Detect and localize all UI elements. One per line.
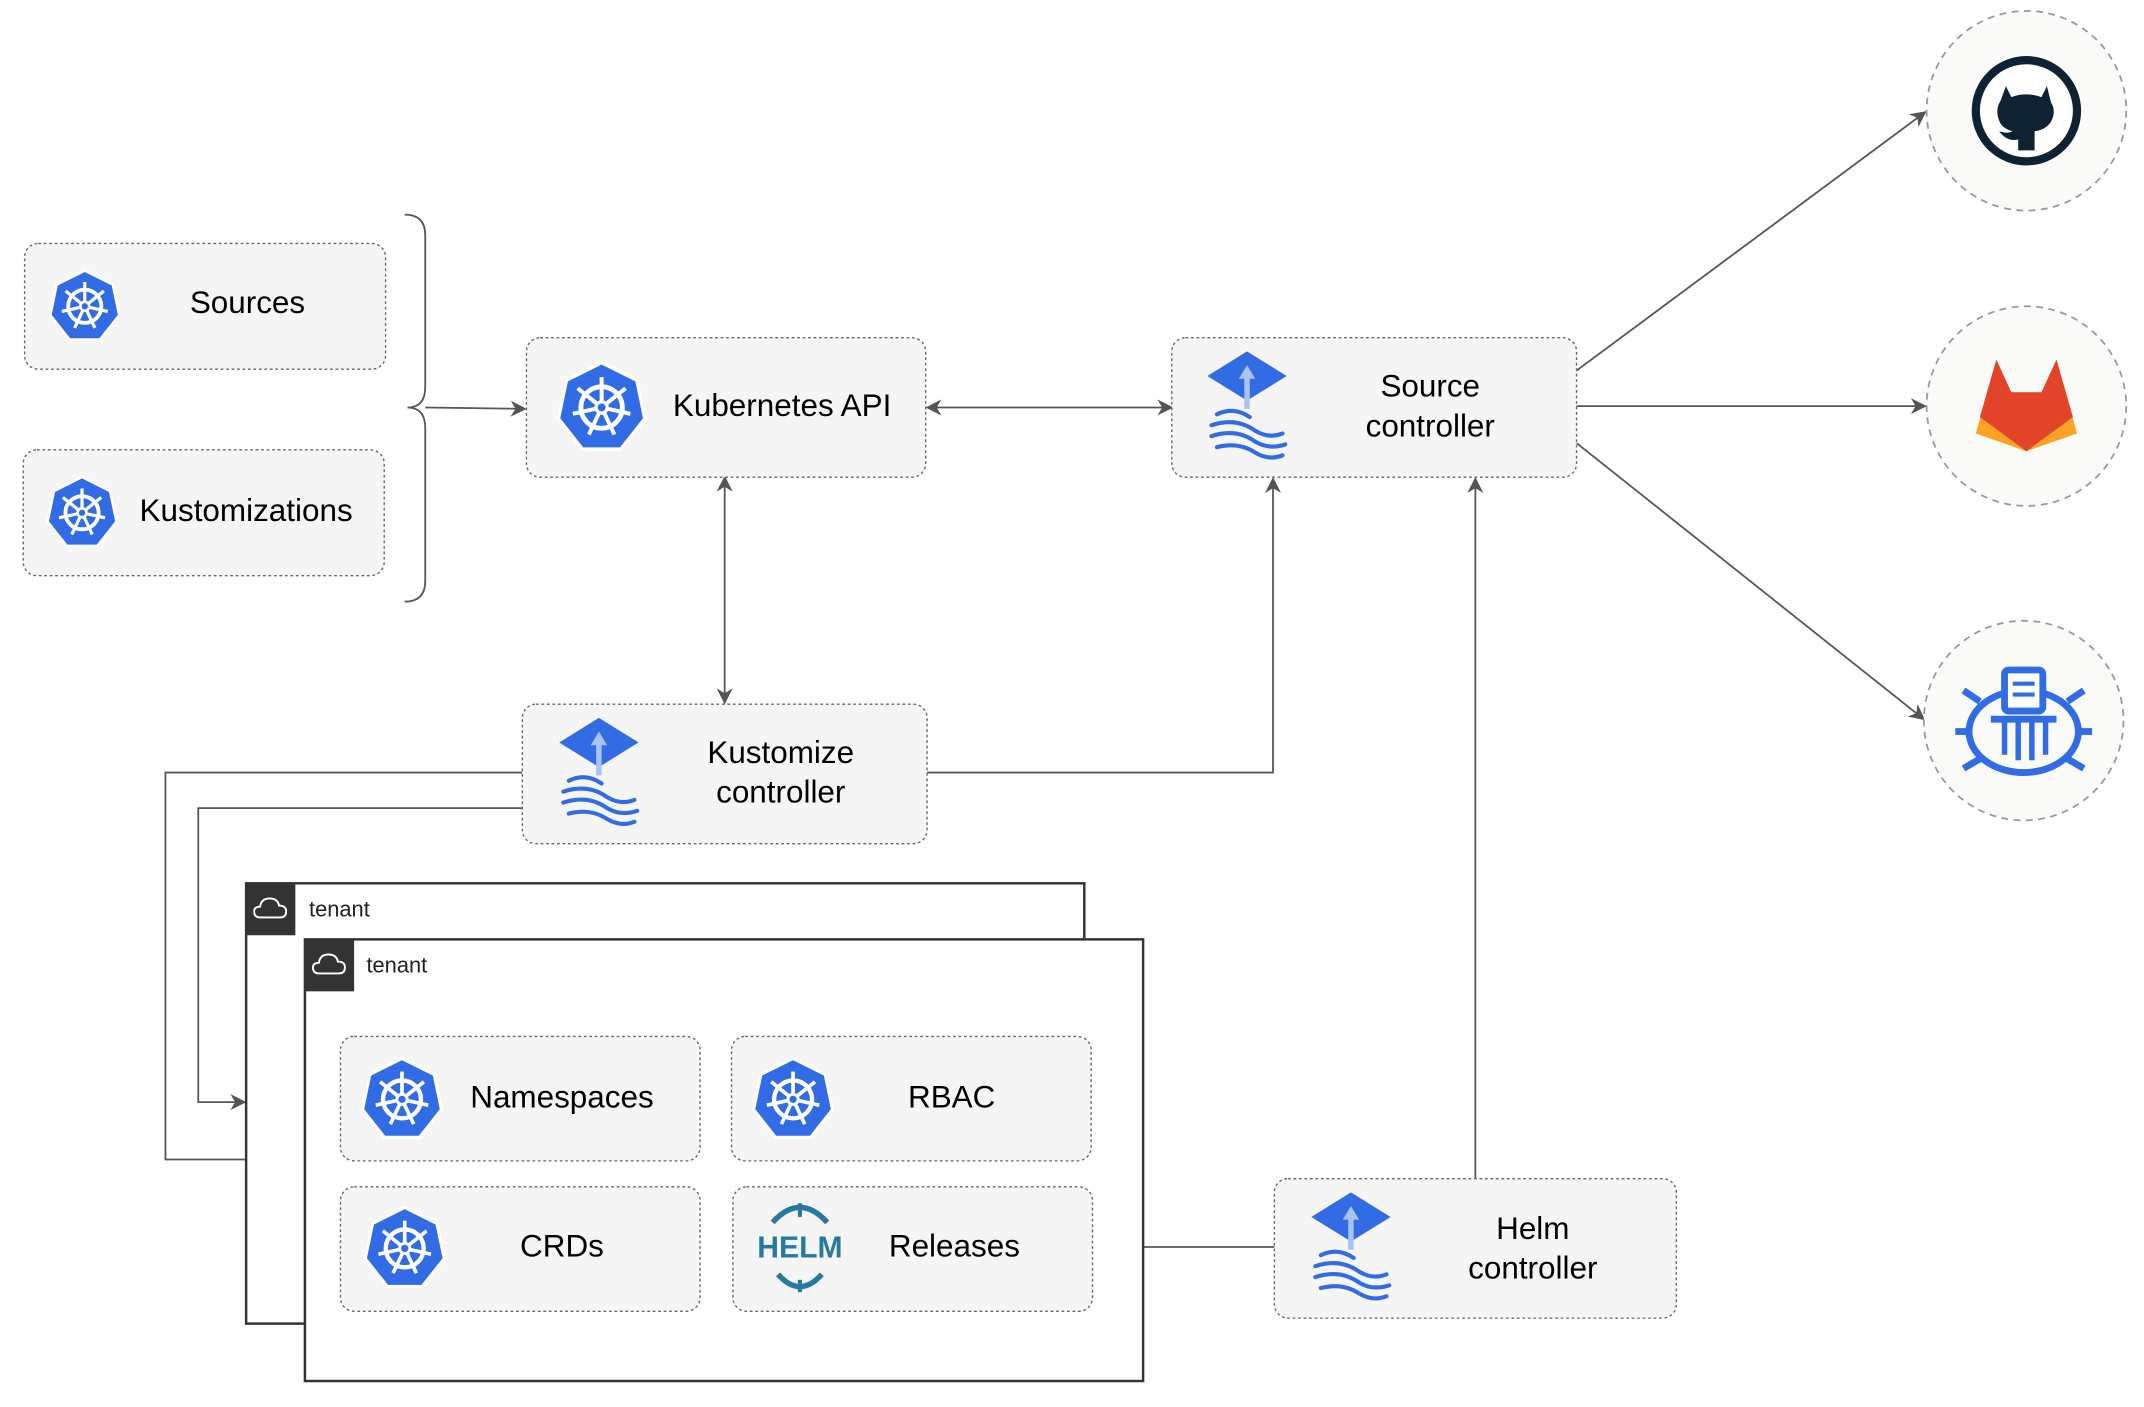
brace: [404, 213, 427, 603]
tenant-label: tenant: [309, 896, 370, 921]
node-releases[interactable]: HELM Releases: [732, 1186, 1094, 1312]
node-rbac[interactable]: RBAC: [730, 1035, 1092, 1162]
tenant-label: tenant: [366, 952, 427, 977]
node-kustomize-controller[interactable]: Kustomize controller: [521, 703, 928, 845]
edge-resources-to-api: [425, 400, 527, 417]
edge-kustomize-to-source: [927, 476, 1281, 774]
node-crds[interactable]: CRDs: [339, 1186, 701, 1312]
node-sources[interactable]: Sources: [23, 242, 387, 370]
tenant-group-front[interactable]: tenant Namespaces RBAC CRDs HELM Release…: [303, 938, 1145, 1383]
node-label: Source: [1380, 369, 1480, 404]
node-label: Kustomize: [707, 735, 854, 770]
tenant-header: [304, 939, 355, 992]
github-octocat-icon: [1971, 56, 2082, 166]
external-gitlab[interactable]: [1925, 305, 2128, 507]
node-label: Kubernetes API: [673, 388, 891, 423]
node-label: controller: [716, 775, 845, 810]
node-label: Namespaces: [470, 1080, 653, 1115]
external-helm-repository[interactable]: [1922, 619, 2125, 822]
node-helm-controller[interactable]: Helm controller: [1273, 1177, 1678, 1319]
node-label: Sources: [190, 285, 305, 320]
edge-kustomize-to-tenant-back: [197, 807, 523, 1111]
external-github[interactable]: [1925, 10, 2128, 212]
node-label: Releases: [889, 1229, 1020, 1264]
svg-text:HELM: HELM: [757, 1232, 842, 1265]
edge-kustomize-to-tenant-front: [164, 771, 523, 1168]
node-label: controller: [1468, 1251, 1597, 1286]
node-label: CRDs: [520, 1229, 604, 1264]
node-kubernetes-api[interactable]: Kubernetes API: [525, 337, 927, 478]
gitlab-fox-icon: [1975, 359, 2077, 452]
node-namespaces[interactable]: Namespaces: [339, 1035, 701, 1162]
edge-source-to-github: [1576, 111, 1927, 372]
helm-icon: HELM: [757, 1203, 843, 1293]
node-source-controller[interactable]: Source controller: [1171, 337, 1578, 478]
edge-source-to-helm-repo: [1575, 442, 1926, 721]
node-label: Kustomizations: [140, 493, 353, 528]
node-label: RBAC: [908, 1080, 995, 1115]
node-label: controller: [1366, 408, 1495, 443]
tenant-header: [246, 883, 296, 936]
node-kustomizations[interactable]: Kustomizations: [22, 449, 385, 577]
helm-repository-icon: [1955, 666, 2093, 776]
node-label: Helm: [1496, 1211, 1569, 1246]
